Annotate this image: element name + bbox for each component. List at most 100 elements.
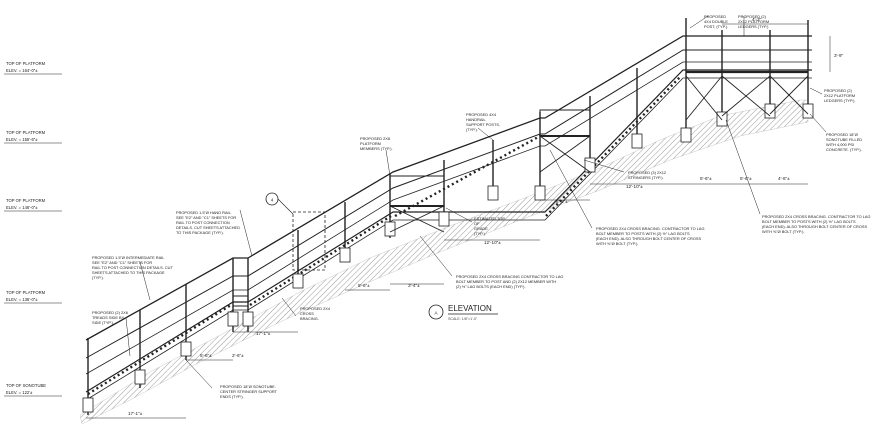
svg-text:RAIL TO POST CONNECTION DETAIL: RAIL TO POST CONNECTION DETAILS. CUT <box>92 265 173 270</box>
view-marker-letter: A <box>434 311 438 316</box>
svg-text:ENDS (TYP.).: ENDS (TYP.). <box>220 394 244 399</box>
note-stringers: PROPOSED (3) 2X12 STRINGERS (TYP.). <box>628 170 666 180</box>
level-label: TOP OF SONOTUBE <box>6 383 46 388</box>
svg-text:WITH 4,000 PSI: WITH 4,000 PSI <box>826 142 854 147</box>
svg-text:PROPOSED 18"Ø: PROPOSED 18"Ø <box>826 132 858 137</box>
svg-text:BRACING.: BRACING. <box>300 316 319 321</box>
hand-rail <box>85 35 812 341</box>
svg-text:SEE "E2" AND "C1" SHEETS FOR: SEE "E2" AND "C1" SHEETS FOR <box>176 215 236 220</box>
stair-treads <box>87 75 682 396</box>
note-cross-bracing-3: PROPOSED 2X4 CROSS BRACING. CONTRACTOR T… <box>596 226 705 246</box>
svg-text:2X12 PLATFORM: 2X12 PLATFORM <box>824 93 855 98</box>
svg-text:WITH ⅝"Ø BOLT (TYP.).: WITH ⅝"Ø BOLT (TYP.). <box>596 241 638 246</box>
dim-label: 6'-0"± <box>556 199 568 204</box>
svg-text:PROPOSED 2X4: PROPOSED 2X4 <box>300 306 331 311</box>
note-handrail-posts: PROPOSED 4X4 HANDRAIL SUPPORT POSTS, (TY… <box>466 112 500 132</box>
stair-structure <box>85 35 812 401</box>
dim-label: 5'-6"± <box>358 283 370 288</box>
svg-text:RAIL TO POST CONNECTION: RAIL TO POST CONNECTION <box>176 220 230 225</box>
dim-label: 5'-6"± <box>700 176 712 181</box>
level-label: TOP OF PLATFORM <box>6 198 46 203</box>
svg-text:2X12 PLATFORM: 2X12 PLATFORM <box>738 19 769 24</box>
dimension-labels: 17'-1"± 5'-6"± 2'-6"± 17'-1"± 5'-6"± 3'-… <box>128 17 844 416</box>
level-marker: TOP OF PLATFORM ELEV. = 146'-0"± <box>4 198 62 212</box>
dim-label: 5'-6"± <box>200 353 212 358</box>
svg-text:PLATFORM: PLATFORM <box>360 141 381 146</box>
note-intermediate-rail: PROPOSED 1.5"Ø INTERMEDIATE RAIL SEE "E2… <box>92 255 173 280</box>
note-platform-members: PROPOSED 2X8 PLATFORM MEMBERS (TYP.). <box>360 136 393 151</box>
svg-text:PROPOSED 18"Ø SONOTUBE.: PROPOSED 18"Ø SONOTUBE. <box>220 384 276 389</box>
svg-text:WITH ⅝"Ø BOLT (TYP.).: WITH ⅝"Ø BOLT (TYP.). <box>762 229 804 234</box>
dim-label: 4'-3" <box>752 17 762 22</box>
view-title: A ELEVATION SCALE: 1/8"=1'-0" <box>428 304 498 321</box>
construction-notes: PROPOSED 4X4 DOUBLE POST, (TYP.). PROPOS… <box>92 14 871 399</box>
cross-bracing <box>389 75 809 233</box>
svg-text:PROPOSED 2X8: PROPOSED 2X8 <box>360 136 390 141</box>
svg-text:BOLT MEMBER TO POSTS WITH (2): BOLT MEMBER TO POSTS WITH (2) ½" LAG BOL… <box>596 231 690 236</box>
ground-hatch <box>79 99 809 425</box>
svg-text:SHEETS ATTACHED TO THIS PACKAG: SHEETS ATTACHED TO THIS PACKAGE <box>92 270 165 275</box>
sonotube-footings <box>82 103 814 413</box>
level-label: TOP OF PLATFORM <box>6 61 46 66</box>
svg-text:PROPOSED (2) 2X6: PROPOSED (2) 2X6 <box>92 310 128 315</box>
level-markers: TOP OF PLATFORM ELEV. = 164'-0"± TOP OF … <box>4 61 62 397</box>
level-elevation: ELEV. = 164'-0"± <box>6 68 38 73</box>
detail-boundary <box>292 211 326 271</box>
svg-text:CONCRETE. (TYP.).: CONCRETE. (TYP.). <box>826 147 862 152</box>
svg-text:PROPOSED 1.5"Ø HAND RAIL: PROPOSED 1.5"Ø HAND RAIL <box>176 210 232 215</box>
level-marker: TOP OF PLATFORM ELEV. = 155'-6"± <box>4 130 62 144</box>
stair-stringer <box>85 77 812 401</box>
note-treads: PROPOSED (2) 2X6 TREADS SIDE BY SIDE (TY… <box>92 310 128 325</box>
svg-text:HANDRAIL: HANDRAIL <box>466 117 487 122</box>
svg-text:MEMBERS (TYP.).: MEMBERS (TYP.). <box>360 146 393 151</box>
dim-label: 2'-6"± <box>232 353 244 358</box>
svg-text:PROPOSED 2X4 CROSS BRACING. CO: PROPOSED 2X4 CROSS BRACING. CONTRACTOR T… <box>762 214 871 219</box>
svg-text:LEDGERS (TYP.): LEDGERS (TYP.) <box>738 24 769 29</box>
note-platform-ledgers-2: PROPOSED (2) 2X12 PLATFORM LEDGERS (TYP.… <box>824 88 856 103</box>
svg-text:BOLT MEMBER TO POST AND (2) 2X: BOLT MEMBER TO POST AND (2) 2X12 MEMBER … <box>456 279 556 284</box>
view-title-text: ELEVATION <box>448 304 492 313</box>
note-platform-ledgers: PROPOSED (2) 2X12 PLATFORM LEDGERS (TYP.… <box>738 14 769 29</box>
svg-text:(TYP.).: (TYP.). <box>92 275 104 280</box>
level-elevation: ELEV. = 155'-6"± <box>6 137 38 142</box>
svg-text:SIDE (TYP.).: SIDE (TYP.). <box>92 320 114 325</box>
svg-text:PROPOSED: PROPOSED <box>704 14 726 19</box>
note-double-post: PROPOSED 4X4 DOUBLE POST, (TYP.). <box>704 14 728 29</box>
dimension-lines <box>86 23 831 419</box>
level-elevation: ELEV. = 146'-0"± <box>6 205 38 210</box>
view-marker-circle <box>428 304 444 320</box>
svg-text:PROPOSED (2): PROPOSED (2) <box>738 14 767 19</box>
note-cross-bracing-2: PROPOSED 2X4 CROSS BRACING CONTRACTOR TO… <box>456 274 563 289</box>
svg-text:TREADS SIDE BY: TREADS SIDE BY <box>92 315 125 320</box>
dim-label: 3'-4"± <box>408 283 420 288</box>
note-cross-bracing-4: PROPOSED 2X4 CROSS BRACING. CONTRACTOR T… <box>762 214 871 234</box>
stair-stringer <box>85 69 812 393</box>
svg-text:TO THIS PACKAGE (TYP.).: TO THIS PACKAGE (TYP.). <box>176 230 224 235</box>
level-marker: TOP OF PLATFORM ELEV. = 136'-0"± <box>4 290 62 304</box>
svg-text:BOLT MEMBER TO POSTS WITH (2): BOLT MEMBER TO POSTS WITH (2) ½" LAG BOL… <box>762 219 856 224</box>
view-scale: SCALE: 1/8"=1'-0" <box>448 317 478 321</box>
level-label: TOP OF PLATFORM <box>6 290 46 295</box>
svg-text:GRADE: GRADE <box>474 226 488 231</box>
level-elevation: ELEV. = 136'-0"± <box>6 297 38 302</box>
landing-platform <box>232 295 249 307</box>
svg-text:STRINGERS (TYP.).: STRINGERS (TYP.). <box>628 175 664 180</box>
level-marker: TOP OF SONOTUBE ELEV. = 122'± <box>4 383 62 397</box>
dim-label: 17'-1"± <box>128 411 143 416</box>
note-cross-bracing: PROPOSED 2X4 CROSS BRACING. <box>300 306 331 321</box>
level-label: TOP OF PLATFORM <box>6 130 46 135</box>
svg-text:(EACH END). ALSO THROUGH BOLT: (EACH END). ALSO THROUGH BOLT CENTER OF … <box>762 224 867 229</box>
top-platform <box>685 35 809 73</box>
detail-tag-number: 4 <box>271 198 274 203</box>
note-sonotube-filled: PROPOSED 18"Ø SONOTUBE FILLED WITH 4,000… <box>826 132 862 152</box>
svg-text:(TYP.).: (TYP.). <box>466 127 478 132</box>
svg-text:ESTIMATED TOP: ESTIMATED TOP <box>474 216 505 221</box>
svg-text:SEE "E2" AND "C1" SHEETS FOR: SEE "E2" AND "C1" SHEETS FOR <box>92 260 152 265</box>
svg-text:LEDGERS (TYP.).: LEDGERS (TYP.). <box>824 98 856 103</box>
svg-text:4X4 DOUBLE: 4X4 DOUBLE <box>704 19 728 24</box>
svg-text:DETAILS. CUT SHEETS ATTACHED: DETAILS. CUT SHEETS ATTACHED <box>176 225 240 230</box>
svg-text:PROPOSED 1.5"Ø INTERMEDIATE RA: PROPOSED 1.5"Ø INTERMEDIATE RAIL <box>92 255 165 260</box>
dim-label: 4'-6"± <box>778 176 790 181</box>
note-hand-rail: PROPOSED 1.5"Ø HAND RAIL SEE "E2" AND "C… <box>176 210 240 235</box>
